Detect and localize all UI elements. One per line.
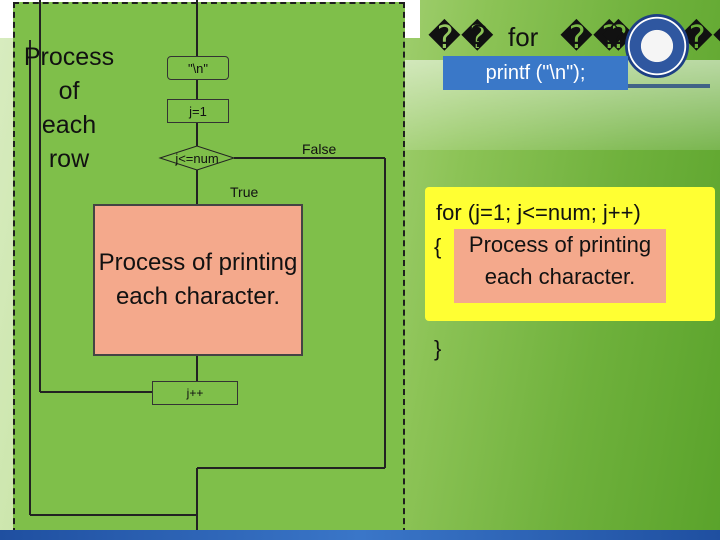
title-glyph-1: �� (428, 19, 494, 55)
newline-output-box: "\n" (167, 56, 229, 80)
process-row-label-line-1: Process (23, 43, 115, 71)
process-row-label-line-3: each (41, 111, 97, 139)
true-label: True (230, 184, 259, 200)
init-box: j=1 (167, 99, 229, 123)
code-open-brace: { (434, 234, 442, 259)
title-glyph-4: �� (560, 19, 626, 55)
bottom-accent-bar (0, 530, 720, 540)
process-character-box: Process of printing each character. (93, 204, 303, 356)
title-glyph-2: ? (470, 18, 488, 54)
code-process-text: Process of printing each character. (454, 229, 666, 303)
university-name-graphic (610, 80, 710, 95)
false-label: False (302, 141, 337, 157)
process-row-label-line-4: row (48, 145, 90, 173)
process-row-label: Process of each row (15, 40, 123, 176)
code-close-brace: } (434, 336, 442, 361)
code-for-line: for (j=1; j<=num; j++) (436, 200, 641, 225)
process-row-label-line-2: of (58, 77, 80, 105)
increment-box: j++ (152, 381, 238, 405)
condition-box: j<=num (175, 150, 219, 166)
title-glyph-3: for (508, 22, 539, 52)
printf-label: printf ("\n"); (443, 56, 628, 90)
university-logo (625, 14, 689, 78)
